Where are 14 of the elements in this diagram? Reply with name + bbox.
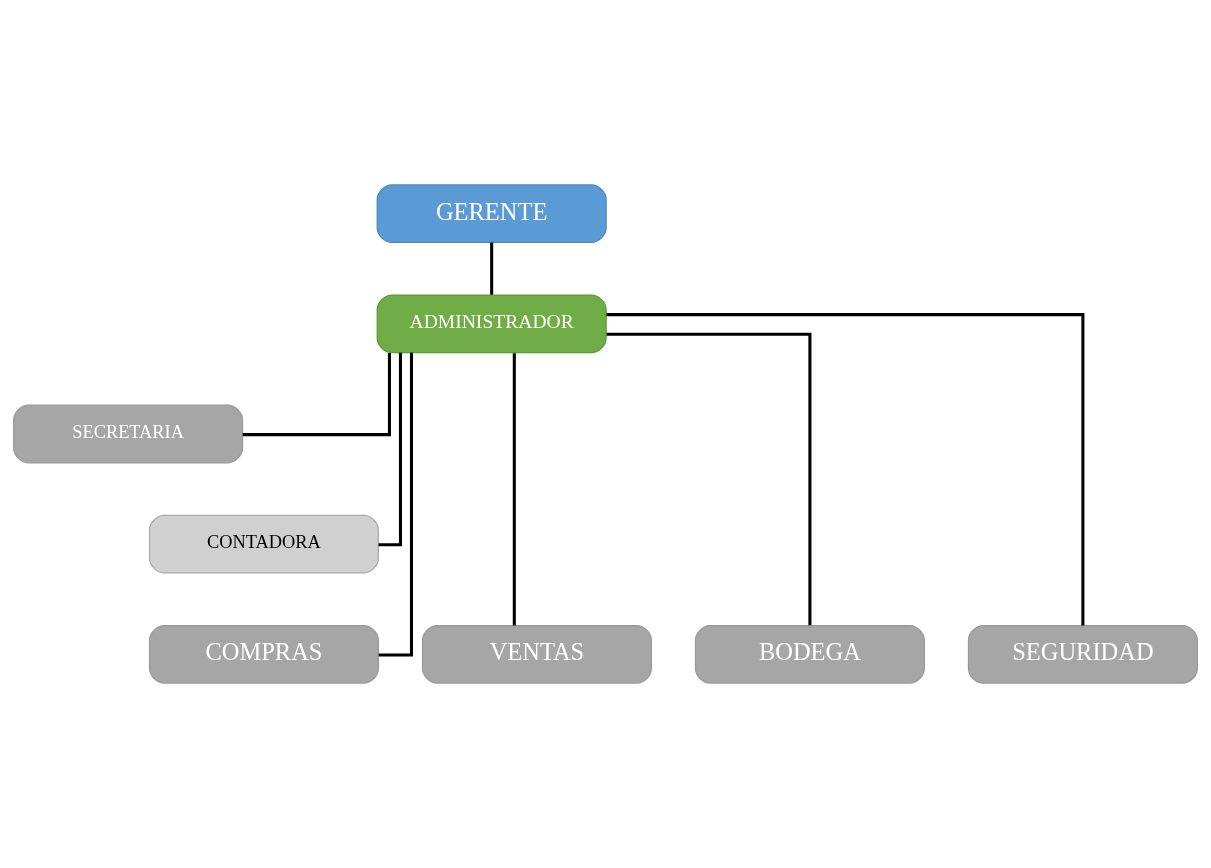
node-box: BODEGA	[694, 624, 925, 684]
connector	[606, 332, 812, 626]
node-box: VENTAS	[421, 624, 652, 684]
connector	[512, 353, 516, 626]
connector	[242, 352, 391, 437]
connector	[606, 313, 1085, 626]
node-box: ADMINISTRADOR	[376, 294, 607, 354]
node-box: SEGURIDAD	[967, 624, 1198, 684]
node-box: GERENTE	[376, 184, 607, 244]
node-box: COMPRAS	[148, 624, 380, 684]
node-box: CONTADORA	[148, 514, 380, 574]
connector	[490, 242, 494, 295]
connector	[378, 352, 413, 657]
node-box: SECRETARIA	[13, 404, 244, 464]
